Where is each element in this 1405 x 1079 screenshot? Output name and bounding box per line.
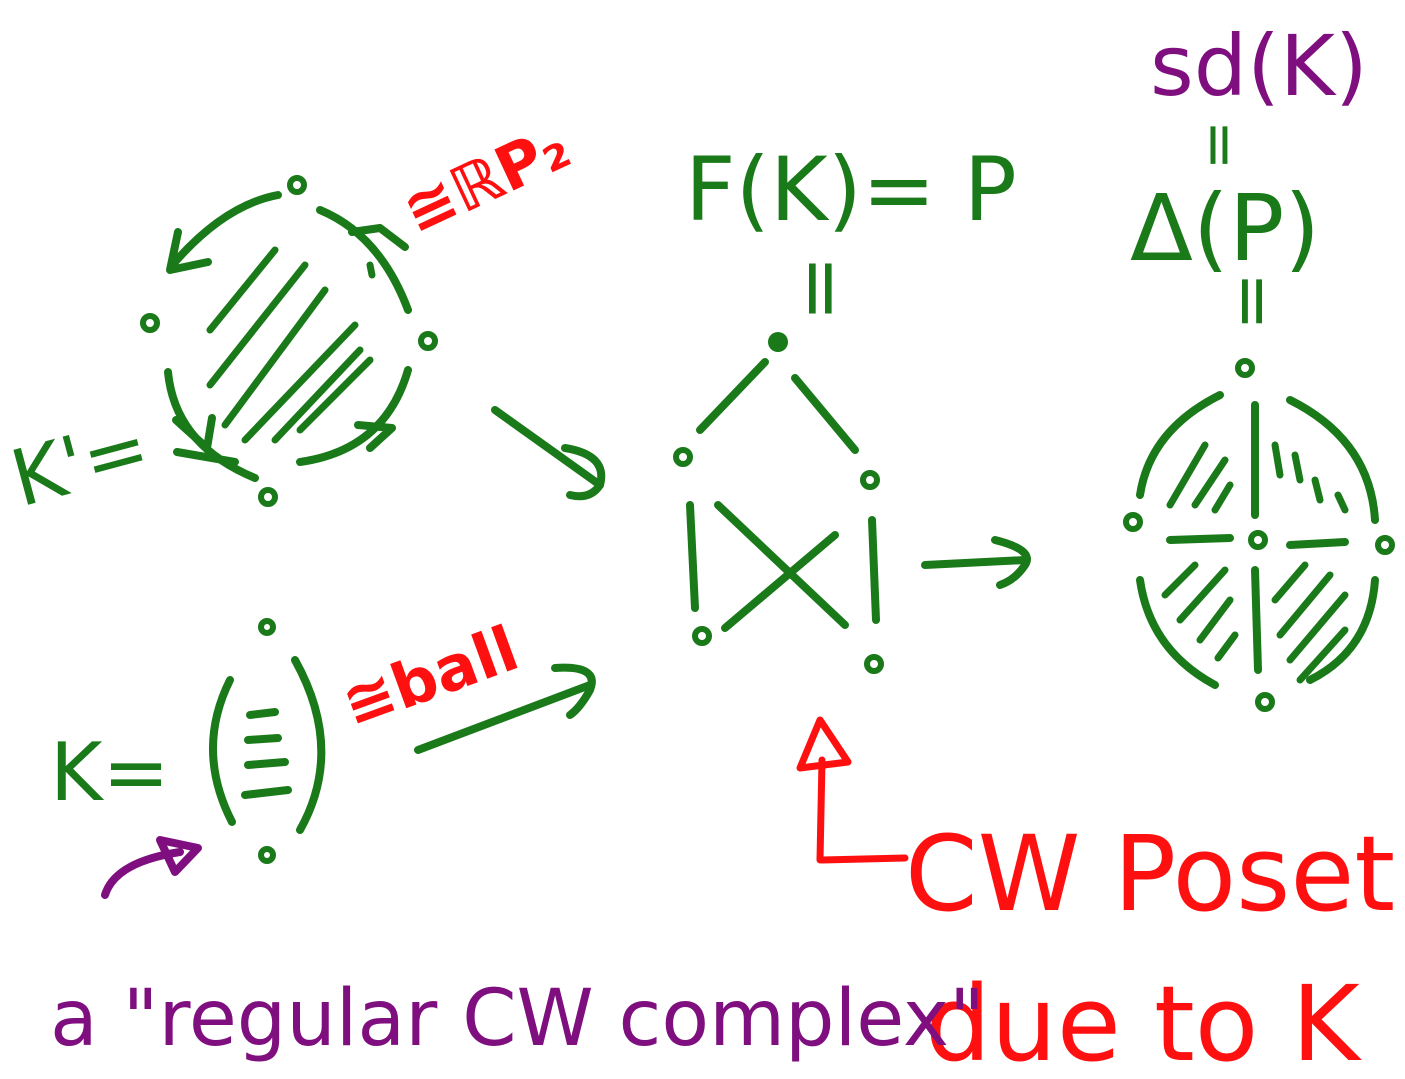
delta-hatch-ur-1 <box>1271 441 1284 479</box>
delta-arc-top-right <box>1286 396 1379 524</box>
arrow-kprime-to-poset <box>491 406 604 489</box>
arrow-kprime-to-poset-head <box>561 444 606 501</box>
hasse-line-top-left <box>696 358 769 434</box>
k-hatch-3 <box>244 758 289 769</box>
delta-arc-bottom-right <box>1306 576 1379 684</box>
delta-hatch-lr-3 <box>1286 591 1349 664</box>
hasse-line-left-vertical <box>686 501 699 612</box>
k-prime-arrowhead-left-bottom <box>172 414 216 452</box>
red-pointer-head <box>796 716 852 772</box>
k-prime-hatch-5 <box>271 346 364 444</box>
poset-vertex-element-right <box>864 654 884 674</box>
arrow-poset-to-delta-head <box>991 536 1031 589</box>
arrow-poset-to-delta <box>921 556 1029 569</box>
k-hatch-4 <box>241 786 292 799</box>
purple-arrowhead <box>156 836 202 876</box>
k-prime-hatch-2 <box>206 261 309 389</box>
poset-top-element <box>768 332 788 352</box>
equals-mid: = <box>776 255 869 322</box>
equals-top: = <box>1185 120 1255 170</box>
hasse-diagram <box>673 332 884 674</box>
delta-hatch-ll-4 <box>1214 631 1239 662</box>
red-pointer-line <box>816 756 826 864</box>
k-prime-vertex-left <box>140 313 160 333</box>
k-vertex-top <box>258 618 276 636</box>
k-prime-hatch-3 <box>221 286 329 429</box>
red-pointer-base <box>818 854 909 864</box>
k-right-paren <box>291 656 326 834</box>
k-prime-complex <box>140 175 438 507</box>
k-hatch-2 <box>244 734 282 744</box>
delta-hatch-ll-2 <box>1176 566 1229 624</box>
k-prime-hatch-4 <box>241 321 359 444</box>
delta-horizontal-left <box>1166 534 1234 544</box>
delta-vertex-top <box>1235 358 1255 378</box>
k-prime-edge-bottom-right <box>296 366 412 466</box>
hasse-line-cross-2 <box>721 531 839 632</box>
delta-hatch-lr-1 <box>1271 561 1309 604</box>
delta-hatch-ur-4 <box>1334 491 1349 514</box>
delta-hatch-ll-1 <box>1161 561 1199 599</box>
hasse-line-cross-1 <box>714 501 849 629</box>
delta-vertical-lower <box>1251 566 1262 674</box>
k-prime-hatch-6 <box>296 356 374 434</box>
order-complex-drawing <box>1123 358 1395 712</box>
delta-hatch-ll-3 <box>1196 596 1234 644</box>
k-prime-edge-top-left <box>171 191 282 266</box>
delta-hatch-ul-2 <box>1191 456 1229 509</box>
arrow-k-to-poset-head <box>551 663 596 719</box>
poset-edge-element-left <box>673 447 693 467</box>
k-prime-vertex-right <box>418 331 438 351</box>
delta-hatch-ul-1 <box>1166 441 1209 509</box>
k-complex <box>209 618 326 864</box>
delta-p-label: Δ(P) <box>1130 175 1320 282</box>
poset-edge-element-right <box>860 470 880 490</box>
sd-k-label: sd(K) <box>1150 17 1368 115</box>
k-prime-arrowhead-top-right <box>348 224 409 251</box>
delta-vertex-bottom <box>1255 692 1275 712</box>
k-label: K= <box>50 726 170 819</box>
rp2-label: ≅ℝP₂ <box>392 110 581 250</box>
k-prime-hatch-7 <box>366 261 376 279</box>
delta-hatch-ul-3 <box>1211 481 1234 514</box>
poset-vertex-element-left <box>692 626 712 646</box>
equals-right: = <box>1213 272 1295 331</box>
k-prime-vertex-top <box>287 175 307 195</box>
delta-horizontal-right <box>1286 538 1349 549</box>
k-prime-arrowhead-top-left <box>166 228 212 274</box>
delta-hatch-ur-2 <box>1291 451 1304 484</box>
hasse-line-top-right <box>791 374 859 454</box>
face-poset-label: F(K)= P <box>685 138 1017 241</box>
k-left-paren <box>209 676 236 826</box>
arrow-k-to-poset <box>414 681 594 754</box>
delta-vertex-left <box>1123 512 1143 532</box>
regular-cw-label: a "regular CW complex" <box>50 974 985 1064</box>
delta-vertex-right <box>1375 535 1395 555</box>
k-vertex-bottom <box>258 846 276 864</box>
k-prime-edge-top-right <box>316 206 412 314</box>
k-hatch-1 <box>246 708 279 719</box>
cw-poset-label: CW Poset <box>905 813 1395 935</box>
delta-arc-bottom-left <box>1136 576 1219 689</box>
delta-hatch-lr-2 <box>1276 571 1334 639</box>
delta-hatch-ur-3 <box>1311 476 1324 504</box>
delta-vertex-center <box>1248 530 1268 550</box>
k-prime-label: K'= <box>2 402 159 525</box>
delta-hatch-lr-4 <box>1296 626 1349 684</box>
delta-arc-top-left <box>1136 391 1224 499</box>
k-prime-arrowhead-bottom-right <box>354 421 396 452</box>
k-prime-vertex-bottom <box>258 487 278 507</box>
due-to-k-label: due to K <box>925 963 1362 1079</box>
k-prime-hatch-1 <box>206 246 279 334</box>
k-prime-arrowhead-left-bottom-tail <box>173 448 239 466</box>
hasse-line-right-vertical <box>868 516 880 624</box>
